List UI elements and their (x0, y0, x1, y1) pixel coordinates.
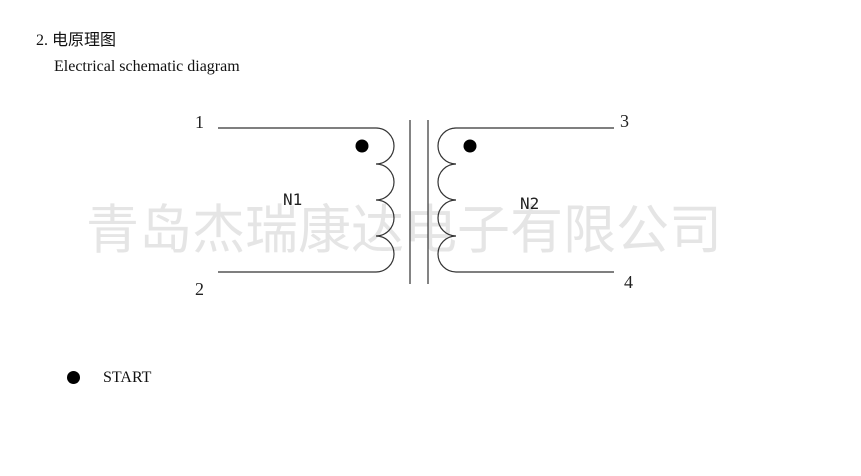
start-legend-label: START (103, 369, 152, 386)
start-legend-dot (67, 371, 80, 384)
section-heading: 2. 电原理图 (36, 32, 117, 49)
secondary-winding-label: N2 (520, 194, 539, 213)
section-subheading: Electrical schematic diagram (54, 58, 240, 75)
secondary-start-dot (463, 139, 477, 153)
primary-start-dot (355, 139, 369, 153)
pin-2-label: 2 (195, 279, 204, 299)
secondary-coil (437, 127, 457, 273)
pin-1-label: 1 (195, 112, 204, 132)
primary-winding-label: N1 (283, 190, 302, 209)
watermark-text: 青岛杰瑞康达电子有限公司 (86, 200, 722, 261)
primary-coil (375, 127, 395, 273)
pin-4-label: 4 (624, 272, 633, 292)
pin-3-label: 3 (620, 111, 629, 131)
